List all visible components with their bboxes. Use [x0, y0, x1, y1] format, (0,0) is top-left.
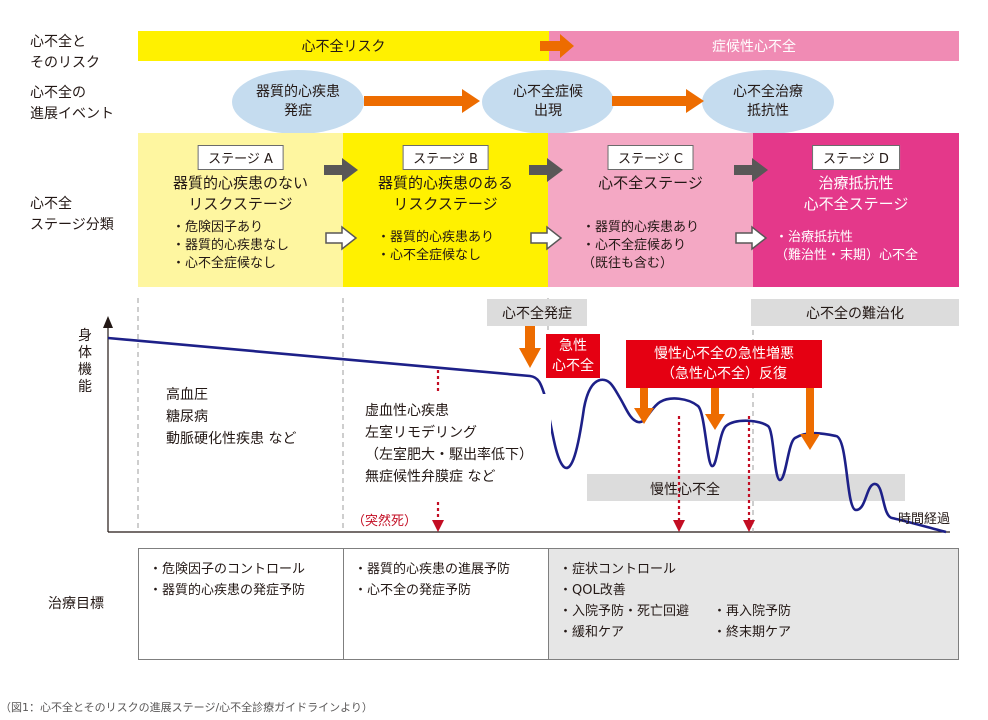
- exacerbation-arrow-3-head: [800, 434, 820, 450]
- row-label-goal: 治療目標: [48, 596, 104, 612]
- physical-function-graph: [103, 298, 950, 534]
- stage-outline-arrow-cd: [735, 225, 768, 251]
- onset-arrow-head: [519, 348, 541, 368]
- stage-d-label: ステージ D: [812, 145, 900, 170]
- stage-b-title: 器質的心疾患のある リスクステージ: [377, 174, 513, 213]
- x-axis-label: 時間経過: [898, 512, 951, 527]
- stage-arrow-bc: [529, 158, 563, 182]
- sudden-death-arrowhead-1: [432, 520, 444, 532]
- stage-arrow-cd: [734, 158, 768, 182]
- stage-a-box: ステージ A 器質的心疾患のない リスクステージ ・危険因子あり ・器質的心疾患…: [138, 133, 343, 287]
- stage-c-label: ステージ C: [607, 145, 694, 170]
- stage-arrows: [324, 158, 768, 251]
- chronic-hf-label: 慢性心不全: [650, 482, 720, 498]
- stage-c-detail: ・器質的心疾患あり ・心不全症候あり （既往も含む）: [582, 220, 700, 271]
- stage-d-title: 治療抵抗性 心不全ステージ: [803, 174, 909, 213]
- row-label-stage: 心不全 ステージ分類: [30, 196, 114, 233]
- risk-diseases-box: 高血圧 糖尿病 動脈硬化性疾患 など: [158, 378, 338, 474]
- stage-outline-arrow-ab: [325, 225, 358, 251]
- y-axis-arrowhead: [103, 316, 113, 328]
- stage-d-detail: ・治療抵抗性 （難治性・末期）心不全: [775, 230, 919, 263]
- risk-bar-right: 症候性心不全: [549, 31, 959, 61]
- physical-function-curve: [107, 336, 947, 534]
- goal-stage-cd: ・症状コントロール ・QOL改善 ・入院予防・死亡回避 ・緩和ケア ・再入院予防…: [548, 548, 959, 660]
- onset-arrow-shaft: [525, 324, 535, 350]
- row-label-risk: 心不全と そのリスク: [30, 34, 100, 71]
- exacerbation-arrow-3-shaft: [806, 384, 814, 436]
- refractory-label: 心不全の難治化: [751, 299, 959, 326]
- event-treatment-resistance: 心不全治療 抵抗性: [702, 70, 834, 134]
- goal-stage-a: ・危険因子のコントロール ・器質的心疾患の発症予防: [138, 548, 344, 660]
- stage-b-box: ステージ B 器質的心疾患のある リスクステージ ・器質的心疾患あり ・心不全症…: [343, 133, 548, 287]
- event-arrow-2: [612, 89, 704, 113]
- stage-a-title: 器質的心疾患のない リスクステージ: [172, 174, 308, 213]
- sudden-death-arrowhead-2: [673, 520, 685, 532]
- exacerbation-arrow-2-head: [705, 414, 725, 430]
- sudden-death-arrowhead-3: [743, 520, 755, 532]
- event-symptom-onset: 心不全症候 出現: [482, 70, 614, 134]
- row-label-events: 心不全の 進展イベント: [30, 85, 114, 122]
- stage-c-box: ステージ C 心不全ステージ ・器質的心疾患あり ・心不全症候あり （既往も含む…: [548, 133, 753, 287]
- exacerbation-arrow-1-head: [634, 408, 654, 424]
- goal-stage-cd-left: ・症状コントロール ・QOL改善 ・入院予防・死亡回避 ・緩和ケア: [559, 562, 690, 640]
- risk-bar-left: 心不全リスク: [138, 31, 549, 61]
- exacerbation-arrow-2-shaft: [711, 384, 719, 416]
- stage-c-title: 心不全ステージ: [598, 174, 703, 192]
- risk-transition-arrow: [540, 34, 574, 58]
- event-arrow-1: [364, 89, 480, 113]
- goal-stage-cd-right: ・再入院予防 ・終末期ケア: [713, 604, 792, 640]
- stage-a-detail: ・危険因子あり ・器質的心疾患なし ・心不全症候なし: [172, 220, 290, 271]
- stage-b-label: ステージ B: [402, 145, 489, 170]
- chronic-hf-band: [587, 474, 905, 501]
- exacerbation-label: 慢性心不全の急性増悪 （急性心不全）反復: [626, 340, 822, 388]
- sudden-death-label: （突然死）: [352, 514, 418, 529]
- goal-stage-b: ・器質的心疾患の進展予防 ・心不全の発症予防: [343, 548, 549, 660]
- y-axis-label: 身体機能: [78, 328, 92, 395]
- stage-b-detail: ・器質的心疾患あり ・心不全症候なし: [377, 230, 495, 263]
- figure-caption: （図1：心不全とそのリスクの進展ステージ/心不全診療ガイドラインより）: [0, 701, 373, 714]
- stage-outline-arrow-bc: [530, 225, 563, 251]
- stage-d-box: ステージ D 治療抵抗性 心不全ステージ ・治療抵抗性 （難治性・末期）心不全: [753, 133, 959, 287]
- onset-label: 心不全発症: [487, 299, 587, 326]
- acute-hf-label: 急性 心不全: [546, 334, 600, 378]
- stage-a-label: ステージ A: [197, 145, 284, 170]
- structural-diseases-box: 虚血性心疾患 左室リモデリング （左室肥大・駆出率低下） 無症候性弁膜症 など: [357, 394, 551, 502]
- event-structural-onset: 器質的心疾患 発症: [232, 70, 364, 134]
- stage-arrow-ab: [324, 158, 358, 182]
- exacerbation-arrow-1-shaft: [640, 384, 648, 410]
